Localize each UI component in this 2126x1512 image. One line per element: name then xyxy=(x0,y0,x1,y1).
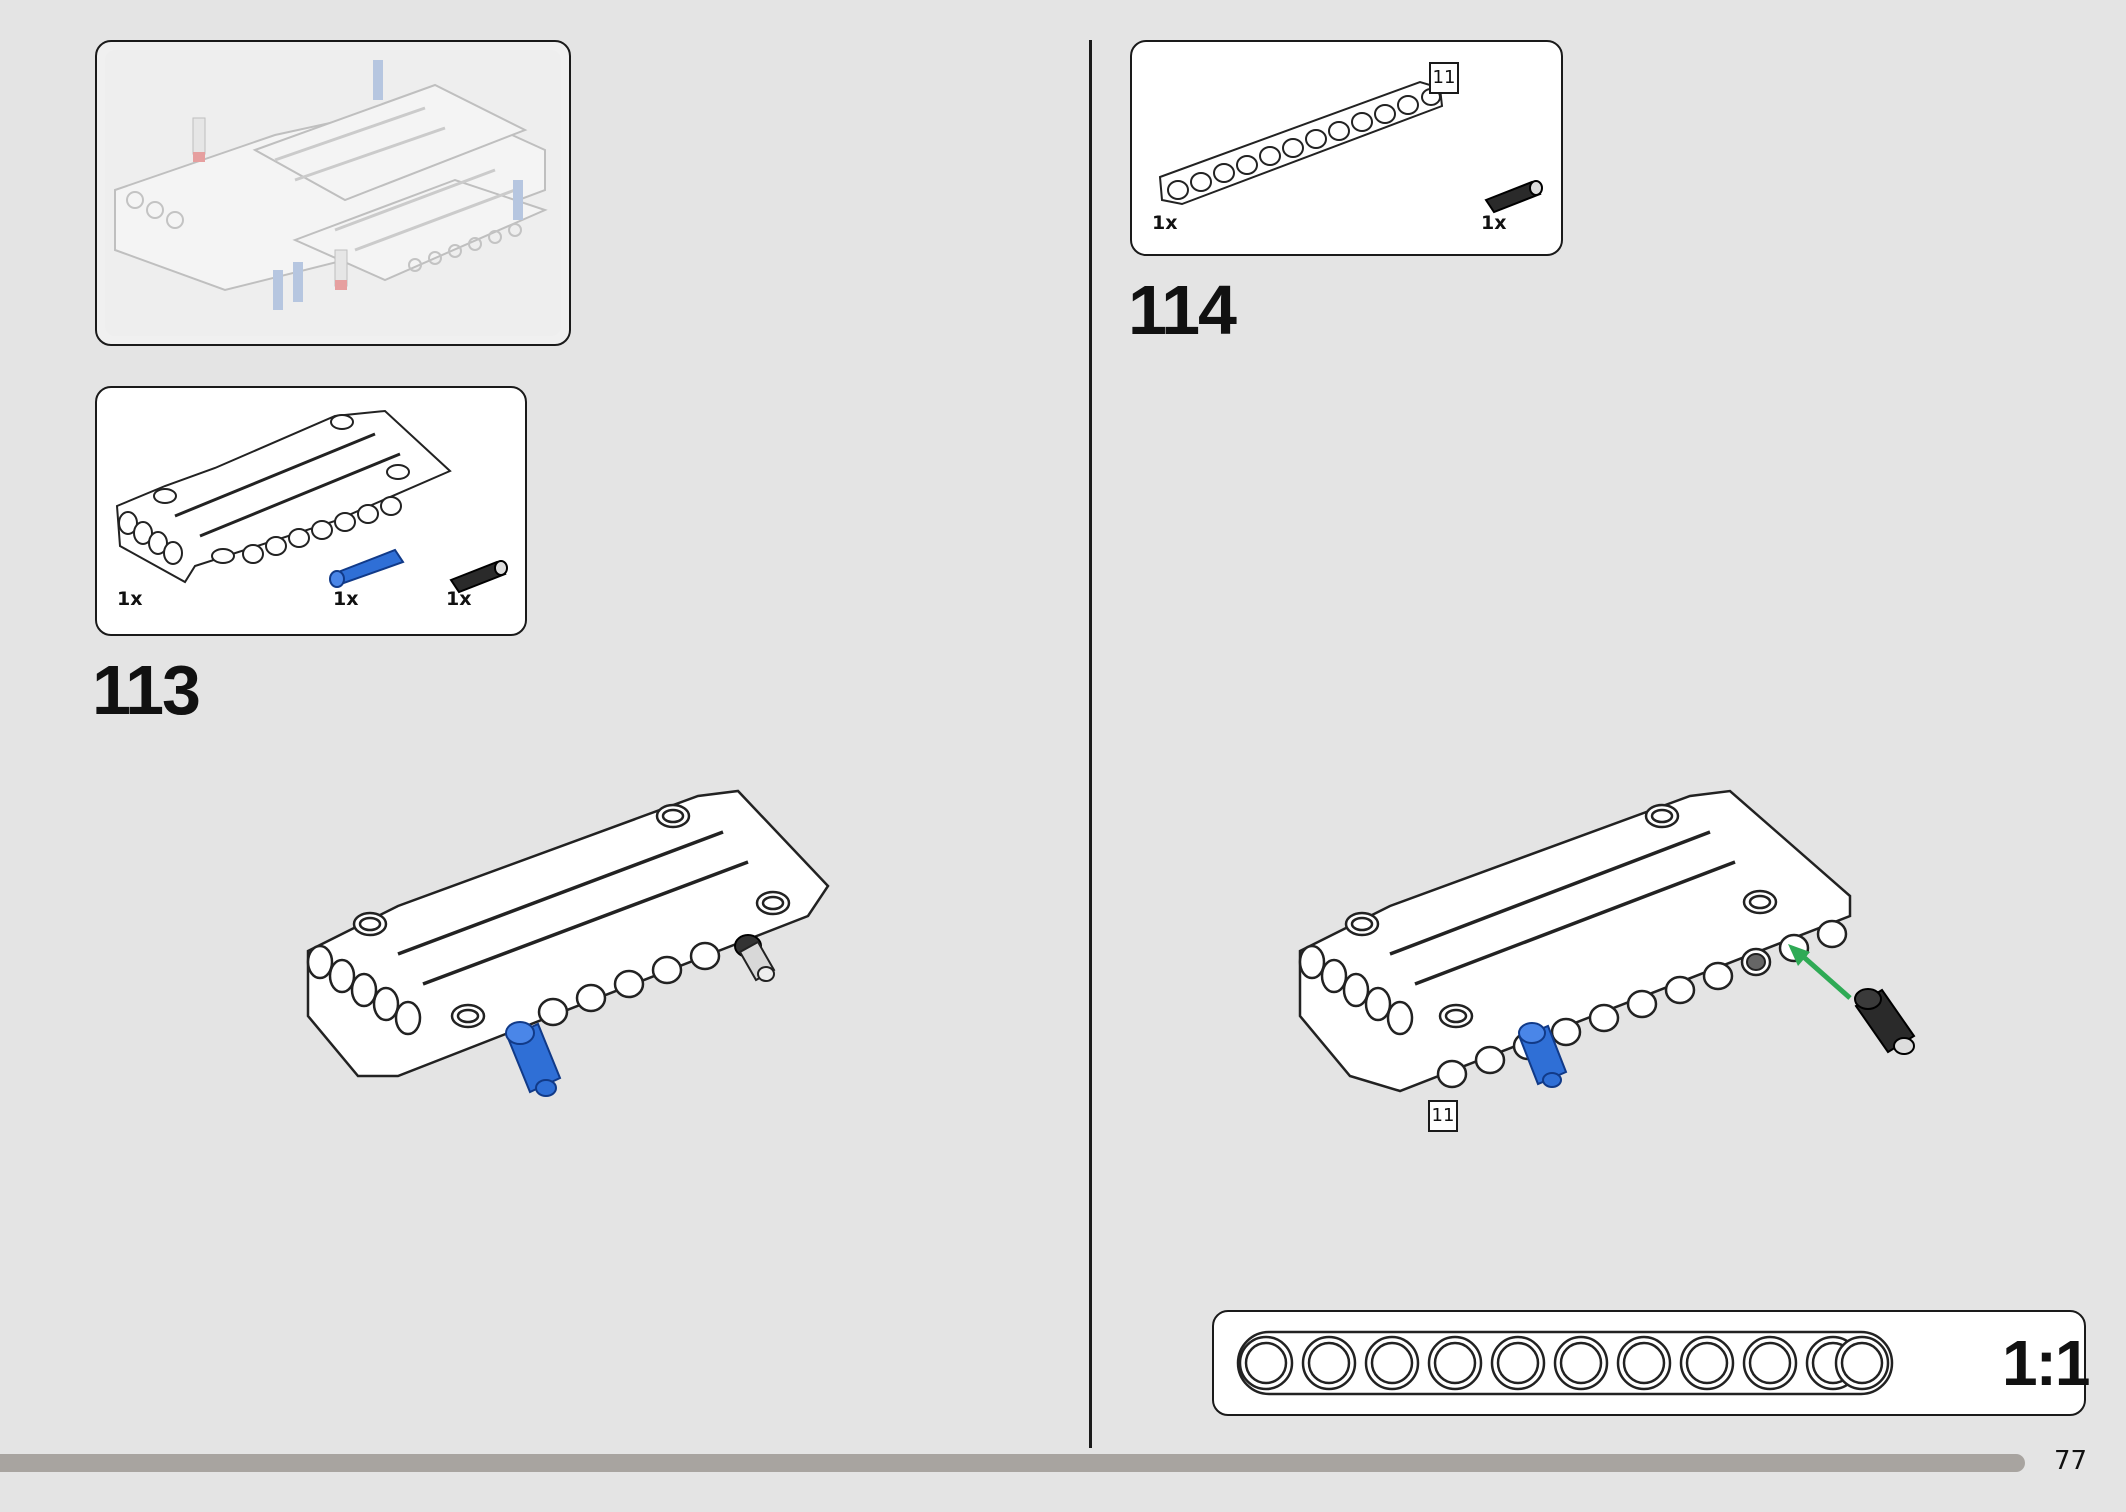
beam-length-tag: 11 xyxy=(1429,62,1459,94)
panel-icon xyxy=(115,409,452,584)
previous-assembly-illustration xyxy=(114,60,548,310)
part-qty: 1x xyxy=(446,588,472,610)
context-preview-box xyxy=(95,40,571,346)
part-qty: 1x xyxy=(1481,212,1507,234)
scale-label: 1:1 xyxy=(2002,1327,2090,1399)
black-pin-icon xyxy=(449,560,508,594)
assembly-length-tag: 11 xyxy=(1428,1100,1458,1132)
part-qty: 1x xyxy=(333,588,359,610)
black-pin-icon xyxy=(1484,180,1543,214)
step-number: 114 xyxy=(1128,271,1237,349)
beam-11-icon xyxy=(1158,80,1444,206)
part-qty: 1x xyxy=(117,588,143,610)
beam-11-scale-icon xyxy=(1236,1330,1894,1396)
page-divider xyxy=(1089,40,1092,1448)
step-number: 113 xyxy=(92,651,201,729)
step114-assembly-illustration xyxy=(1298,789,1916,1093)
step113-assembly-illustration xyxy=(306,789,830,1097)
part-qty: 1x xyxy=(1152,212,1178,234)
page-number: 77 xyxy=(2054,1446,2088,1476)
blue-axle-pin-icon xyxy=(329,548,405,588)
step113-parts-box: 1x 1x 1x xyxy=(95,386,527,636)
step114-parts-box: 11 1x 1x xyxy=(1130,40,1563,256)
progress-bar xyxy=(0,1454,2025,1472)
scale-reference-box: 1:1 xyxy=(1212,1310,2090,1416)
